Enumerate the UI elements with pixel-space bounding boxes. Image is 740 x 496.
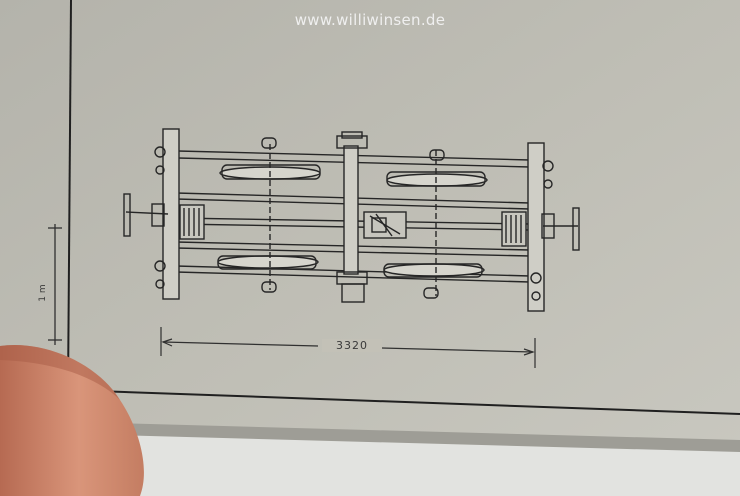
finger xyxy=(0,344,144,496)
frame-left-line xyxy=(67,0,72,393)
frame-bottom-line xyxy=(67,389,740,415)
page-edge-shadow xyxy=(0,420,740,452)
scale-label: 1 m xyxy=(38,284,48,302)
finger-shadow xyxy=(0,344,120,400)
watermark: www.williwinsen.de xyxy=(294,11,446,29)
scale-bar xyxy=(48,224,62,345)
dimension-line xyxy=(160,327,536,368)
dimension-label: 3320 xyxy=(322,339,382,352)
chassis-drawing xyxy=(123,128,580,312)
